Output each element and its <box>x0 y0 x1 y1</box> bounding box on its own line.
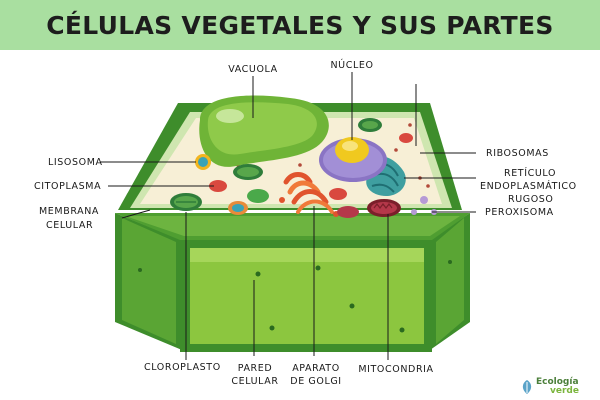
label-lisosoma: LISOSOMA <box>48 157 103 168</box>
label-nucleo: NÚCLEO <box>330 59 373 71</box>
label-pared-1: PARED <box>238 363 273 374</box>
vacuole <box>199 95 329 167</box>
lysosome <box>195 154 248 215</box>
leaf-icon <box>522 380 532 394</box>
leader-lines <box>100 72 476 360</box>
label-membrana-2: CELULAR <box>46 220 93 231</box>
label-reticulo-2: ENDOPLASMÁTICO <box>480 180 577 192</box>
label-peroxisoma: PEROXISOMA <box>485 207 554 218</box>
label-ribosomas: RIBOSOMAS <box>486 148 549 159</box>
chloroplast <box>170 118 382 211</box>
brand-line1: Ecología <box>536 377 579 387</box>
label-vacuola: VACUOLA <box>228 64 278 75</box>
golgi-apparatus <box>279 172 339 217</box>
label-membrana-1: MEMBRANA <box>39 206 99 217</box>
label-cloroplasto: CLOROPLASTO <box>144 362 221 373</box>
peroxisome <box>411 196 437 215</box>
label-pared-2: CELULAR <box>231 376 278 387</box>
label-reticulo-3: RUGOSO <box>508 194 554 205</box>
vesicles <box>209 133 413 203</box>
brand-line2: verde <box>550 386 579 396</box>
brand-logo: Ecología verde <box>520 378 579 396</box>
page-title: CÉLULAS VEGETALES Y SUS PARTES <box>46 10 554 40</box>
label-golgi-2: DE GOLGI <box>290 376 341 387</box>
label-reticulo-1: RETÍCULO <box>504 167 556 179</box>
title-banner: CÉLULAS VEGETALES Y SUS PARTES <box>0 0 600 50</box>
nucleus <box>319 137 387 182</box>
label-golgi-1: APARATO <box>292 363 340 374</box>
label-mitocondria: MITOCONDRIA <box>358 364 433 375</box>
label-citoplasma: CITOPLASMA <box>34 181 101 192</box>
mitochondria <box>337 199 401 218</box>
